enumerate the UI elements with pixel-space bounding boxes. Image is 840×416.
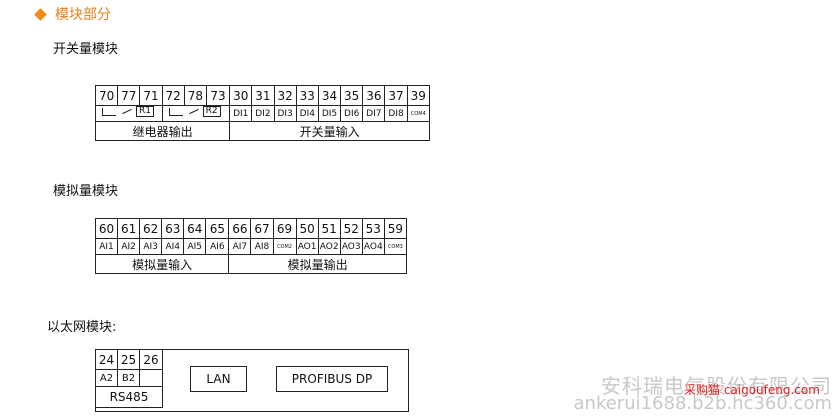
terminal-number: 31: [251, 85, 275, 106]
signal-label: A2: [95, 369, 118, 387]
signal-label: AO4: [361, 238, 385, 255]
terminal-number: 34: [317, 85, 342, 106]
terminal-row: 70 77 71 72 78 73 30 31 32 33 34 35 36 3…: [94, 85, 431, 106]
signal-row: A2 B2: [95, 369, 163, 387]
signal-label: COM3: [383, 238, 408, 255]
terminal-number: 61: [117, 218, 141, 239]
switch-module-title: 开关量模块: [53, 42, 119, 57]
terminal-number: 50: [295, 218, 319, 239]
group-label: 继电器输出: [94, 121, 231, 141]
watermark-url: ankerui1688.b2b.hc360.com: [573, 393, 833, 414]
group-row: 模拟量输入 模拟量输出: [94, 254, 407, 274]
signal-label: COM2: [272, 238, 297, 255]
terminal-number: 69: [272, 218, 297, 239]
signal-label: B2: [117, 369, 140, 387]
signal-label: DI6: [340, 105, 364, 122]
relay-contact-icon: [102, 108, 116, 116]
signal-label: COM4: [406, 105, 431, 122]
signal-label: AI5: [183, 238, 207, 255]
relay-contact-icon: [168, 108, 183, 116]
group-label: 模拟量输入: [94, 254, 230, 274]
terminal-number: 70: [94, 85, 119, 106]
terminal-number: 67: [250, 218, 274, 239]
terminal-number: 37: [384, 85, 408, 106]
ethernet-module-title: 以太网模块:: [47, 320, 117, 335]
signal-label: DI4: [295, 105, 319, 122]
signal-label-empty: [139, 369, 163, 387]
relay-r2-symbol: R2: [161, 105, 231, 122]
relay-switch-icon: [122, 108, 132, 115]
group-label: 开关量输入: [229, 121, 430, 141]
terminal-number: 52: [339, 218, 363, 239]
signal-label: AI3: [139, 238, 163, 255]
relay-label: R2: [202, 106, 221, 117]
terminal-number: 65: [205, 218, 230, 239]
terminal-number: 66: [228, 218, 252, 239]
group-label: 模拟量输出: [228, 254, 407, 274]
terminal-number: 25: [117, 349, 140, 370]
terminal-number: 36: [362, 85, 386, 106]
relay-r1-symbol: R1: [95, 105, 163, 122]
signal-label: DI8: [384, 105, 408, 122]
lan-port: LAN: [190, 366, 247, 392]
terminal-row: 60 61 62 63 64 65 66 67 69 50 51 52 53 5…: [94, 218, 408, 239]
signal-label: AI4: [161, 238, 185, 255]
signal-row: AI1 AI2 AI3 AI4 AI5 AI6 AI7 AI8 COM2 AO1…: [94, 238, 408, 255]
relay-switch-icon: [188, 108, 199, 115]
terminal-number: 71: [139, 85, 163, 106]
profibus-port: PROFIBUS DP: [276, 366, 388, 392]
terminal-number: 24: [95, 349, 118, 370]
watermark-company: 安科瑞电气股份有限公司: [601, 374, 832, 398]
terminal-number: 72: [161, 85, 185, 106]
terminal-number: 53: [361, 218, 385, 239]
terminal-number: 77: [117, 85, 141, 106]
terminal-number: 33: [295, 85, 319, 106]
terminal-number: 30: [229, 85, 253, 106]
signal-label: AI8: [250, 238, 274, 255]
signal-label: AI1: [94, 238, 119, 255]
signal-label: AO3: [339, 238, 363, 255]
section-header: 模块部分: [34, 4, 111, 24]
switch-module-table: 70 77 71 72 78 73 30 31 32 33 34 35 36 3…: [94, 85, 431, 141]
signal-label: AI7: [228, 238, 252, 255]
terminal-number: 59: [383, 218, 408, 239]
terminal-number: 78: [183, 85, 207, 106]
group-row: RS485: [95, 386, 163, 408]
signal-row: R1 R2 DI1 DI2 DI3 DI4 DI5 DI6 DI7 DI8 CO…: [95, 105, 431, 122]
signal-label: AI6: [205, 238, 230, 255]
signal-label: AI2: [117, 238, 141, 255]
terminal-number: 26: [139, 349, 163, 370]
signal-label: AO1: [295, 238, 319, 255]
signal-label: DI7: [362, 105, 386, 122]
analog-module-title: 模拟量模块: [53, 184, 119, 199]
terminal-number: 60: [94, 218, 119, 239]
terminal-number: 35: [340, 85, 364, 106]
terminal-number: 63: [161, 218, 185, 239]
bus-label: RS485: [95, 386, 163, 408]
signal-label: AO2: [317, 238, 341, 255]
signal-label: DI1: [229, 105, 253, 122]
analog-module-table: 60 61 62 63 64 65 66 67 69 50 51 52 53 5…: [94, 218, 408, 274]
terminal-number: 73: [205, 85, 231, 106]
terminal-number: 51: [317, 218, 341, 239]
group-row: 继电器输出 开关量输入: [94, 121, 430, 141]
watermark-site: 采购猫 caigoufeng.com: [684, 383, 820, 397]
relay-label: R1: [136, 106, 154, 117]
terminal-number: 62: [139, 218, 163, 239]
terminal-number: 32: [273, 85, 297, 106]
terminal-number: 64: [183, 218, 207, 239]
signal-label: DI3: [273, 105, 297, 122]
terminal-row: 24 25 26: [95, 349, 163, 370]
terminal-number: 39: [406, 85, 431, 106]
section-title: 模块部分: [55, 7, 111, 23]
signal-label: DI5: [317, 105, 342, 122]
diamond-bullet-icon: [34, 7, 47, 21]
signal-label: DI2: [251, 105, 275, 122]
ethernet-terminal-table: 24 25 26 A2 B2 RS485: [95, 349, 163, 408]
